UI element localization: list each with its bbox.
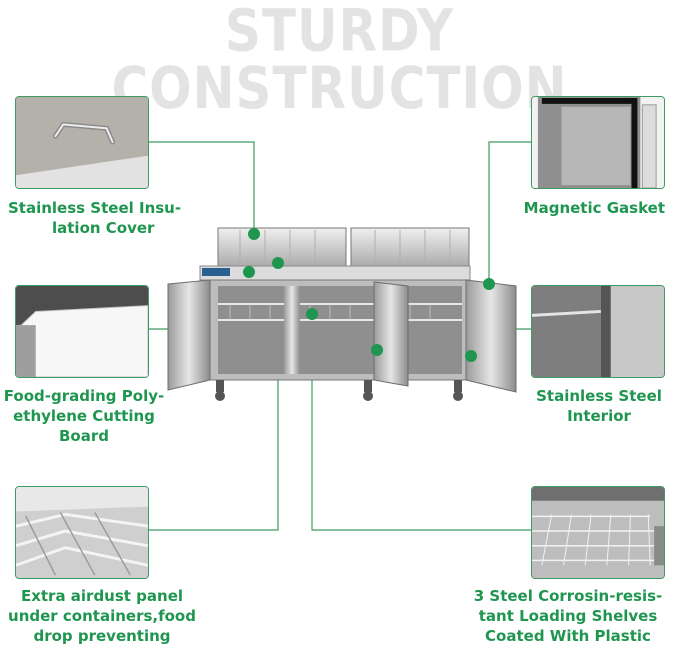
caption-magnetic-gasket: Magnetic Gasket [523,199,665,217]
caption-airdust-panel: Extra airdust panel under containers,foo… [8,587,196,645]
headline: STURDY CONSTRUCTION [111,0,568,122]
caption-loading-shelves: 3 Steel Corrosin-resis- tant Loading She… [473,587,663,645]
thumb-cutting-board [15,285,149,378]
caption-steel-interior: Stainless Steel Interior [536,387,662,425]
caption-insulation-cover: Stainless Steel Insu- lation Cover [8,199,182,237]
thumb-magnetic-gasket [531,96,665,189]
thumb-airdust-panel [15,486,149,579]
thumb-steel-interior [531,285,665,378]
prep-table-illustration [167,227,517,401]
thumb-insulation-cover [15,96,149,189]
thumb-loading-shelves [531,486,665,579]
caption-cutting-board: Food-grading Poly- ethylene Cutting Boar… [3,387,165,445]
